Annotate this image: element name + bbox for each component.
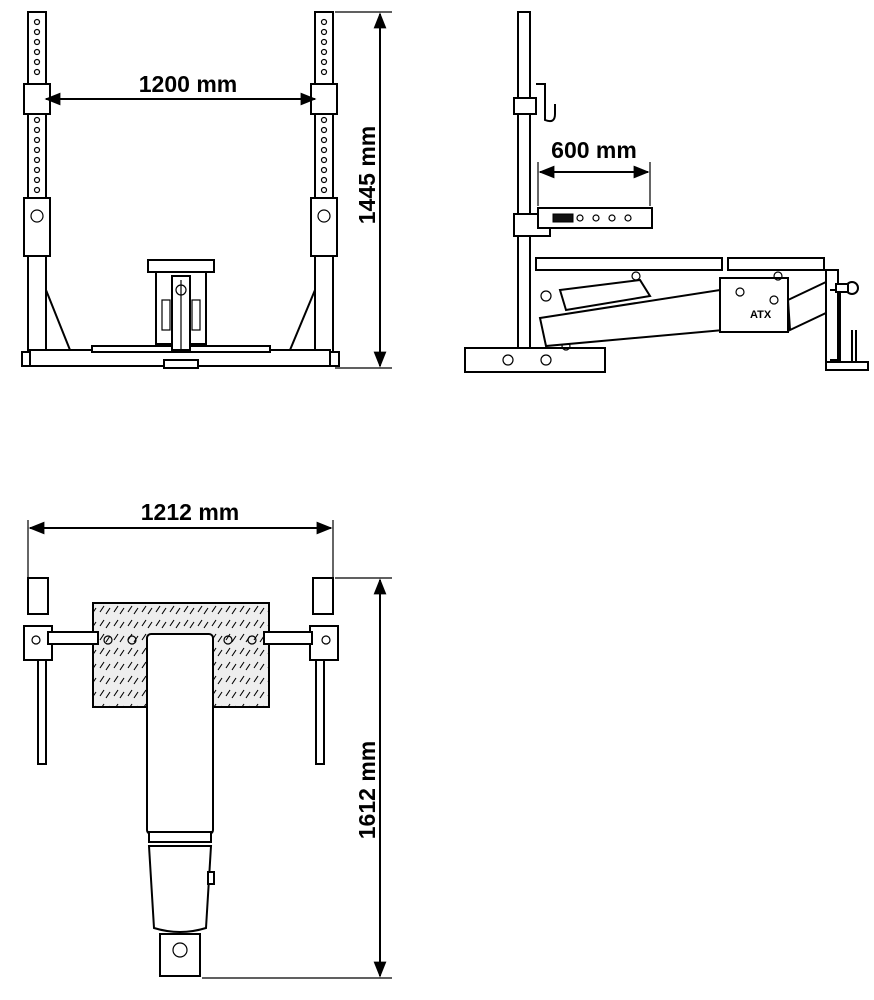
left-foot: [37, 659, 47, 765]
bench-foot-top: [159, 933, 201, 977]
front-height-label: 1445 mm: [354, 126, 380, 224]
side-depth-label: 600 mm: [551, 137, 637, 163]
safety-arm: [537, 207, 653, 229]
bench-back-top: [147, 845, 213, 933]
side-view: 600 mm ATX: [464, 11, 869, 373]
left-safety-holder: [23, 197, 51, 257]
front-view: 1200 mm 1445 mm: [21, 11, 392, 369]
bench-front: [147, 259, 215, 369]
right-upright-holes: [320, 18, 328, 194]
side-base: [464, 347, 606, 373]
right-foot: [315, 659, 325, 765]
right-arm: [263, 631, 313, 645]
seat-pad: [535, 257, 723, 271]
bench-side: ATX: [535, 257, 830, 348]
top-length-label: 1612 mm: [354, 741, 380, 839]
top-view: 1212 mm 1612 mm: [23, 499, 392, 979]
bench-seat-top: [146, 633, 214, 835]
back-pad: [727, 257, 825, 271]
left-arm: [47, 631, 99, 645]
left-upright-holes: [33, 18, 41, 194]
atx-logo: ATX: [750, 309, 772, 321]
side-upright: [517, 11, 531, 353]
front-width-label: 1200 mm: [139, 71, 237, 97]
top-width-label: 1212 mm: [141, 499, 239, 525]
right-safety-holder: [310, 197, 338, 257]
